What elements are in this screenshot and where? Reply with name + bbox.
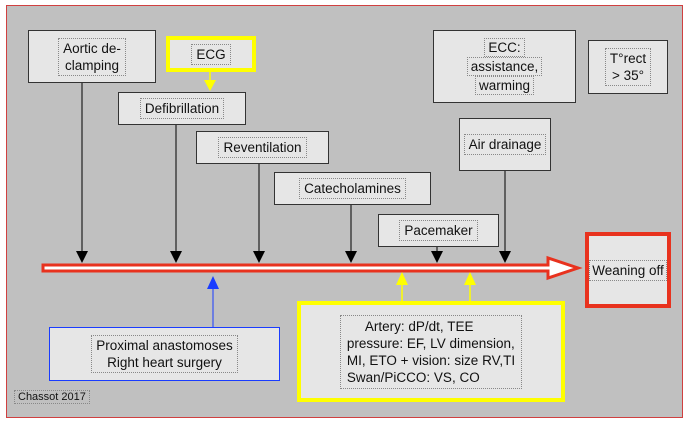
weaning-off-label: Weaning off xyxy=(589,259,667,281)
monitoring-box: Artery: dP/dt, TEE pressure: EF, LV dime… xyxy=(297,301,565,402)
reventilation-box: Reventilation xyxy=(196,131,329,164)
proximal-line-2: Right heart surgery xyxy=(107,355,222,370)
ecc-line-3: warming xyxy=(474,76,534,95)
monitoring-line-2: pressure: EF, LV dimension, xyxy=(346,335,515,351)
reventilation-label: Reventilation xyxy=(218,137,307,158)
weaning-off-box: Weaning off xyxy=(585,232,671,308)
ecg-label: ECG xyxy=(191,43,231,65)
event-connectors xyxy=(81,82,506,252)
proximal-line-1: Proximal anastomoses xyxy=(96,338,233,353)
defibrillation-box: Defibrillation xyxy=(118,92,246,125)
monitoring-line-3: MI, ETO + vision: size RV,TI xyxy=(346,352,516,368)
event-arrowheads xyxy=(76,251,511,263)
aortic-line-1: Aortic de- xyxy=(63,40,121,56)
temperature-box: T°rect > 35° xyxy=(588,40,668,94)
blue-arrow xyxy=(207,276,219,328)
pacemaker-box: Pacemaker xyxy=(378,214,499,247)
air-drainage-box: Air drainage xyxy=(459,118,551,171)
ecc-line-2: assistance, xyxy=(466,57,543,76)
pacemaker-label: Pacemaker xyxy=(399,220,478,241)
aortic-declamping-box: Aortic de-clamping xyxy=(28,30,156,83)
air-drainage-label: Air drainage xyxy=(463,134,547,155)
trect-line-2: > 35° xyxy=(611,68,645,83)
ecc-line-1: ECC: xyxy=(484,38,525,57)
catecholamines-box: Catecholamines xyxy=(274,172,431,205)
aortic-line-2: clamping xyxy=(64,57,120,73)
trect-line-1: T°rect xyxy=(609,51,647,66)
ecg-box: ECG xyxy=(166,36,256,72)
ecc-box: ECC: assistance, warming xyxy=(433,30,576,103)
credit-label: Chassot 2017 xyxy=(14,390,90,404)
yellow-arrows xyxy=(204,72,476,302)
catecholamines-label: Catecholamines xyxy=(299,178,406,199)
timeline-arrow xyxy=(41,255,583,281)
monitoring-line-4: Swan/PiCCO: VS, CO xyxy=(346,369,480,385)
monitoring-line-1: Artery: dP/dt, TEE xyxy=(364,318,474,334)
defibrillation-label: Defibrillation xyxy=(139,98,225,119)
